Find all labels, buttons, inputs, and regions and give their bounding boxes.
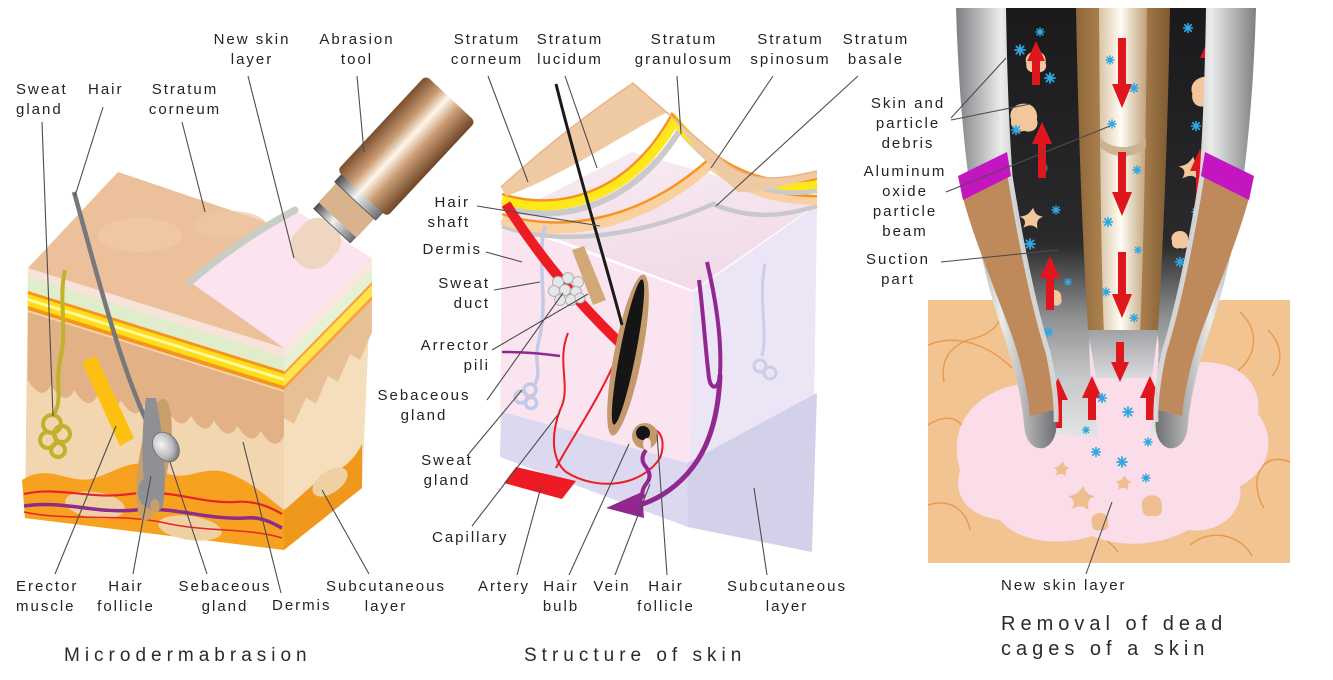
leader-lines	[41, 57, 1113, 594]
label-sebaceous-gland-middle: Sebaceous gland	[377, 387, 471, 424]
pool-arrows-up	[1082, 376, 1160, 420]
label-hair-bulb: Hair bulb	[542, 578, 580, 615]
label-stratum-granulosum: Stratum granulosum	[634, 31, 734, 68]
vein-graphic	[501, 261, 723, 518]
label-artery: Artery	[477, 578, 530, 595]
suction-outer-walls	[956, 8, 1256, 449]
label-subcutaneous-left: Subcutaneous layer	[326, 578, 446, 615]
suction-panel	[927, 8, 1291, 563]
label-capillary: Capillary	[432, 529, 509, 546]
stratum-corneum-sheet	[501, 83, 817, 196]
capillary-graphic	[553, 332, 664, 485]
label-hair-shaft: Hair shaft	[427, 194, 470, 231]
left-skin-cube	[22, 172, 372, 550]
label-vein: Vein	[593, 578, 631, 595]
label-hair-left: Hair	[88, 81, 124, 98]
label-stratum-lucidum: Stratum lucidum	[536, 31, 604, 68]
label-erector-muscle: Erector muscle	[16, 578, 79, 615]
label-subcutaneous-middle: Subcutaneous layer	[727, 578, 847, 615]
arrector-pili-graphic	[572, 246, 606, 305]
label-sweat-duct: Sweat duct	[438, 275, 490, 312]
label-dermis-left: Dermis	[272, 597, 332, 614]
label-stratum-corneum-left: Stratum corneum	[148, 81, 222, 118]
label-arrector-pili: Arrector pili	[420, 337, 490, 374]
hair-follicle-middle	[554, 83, 658, 450]
label-hair-follicle-left: Hair follicle	[97, 578, 155, 615]
abrasion-tool-graphic	[290, 77, 474, 270]
sweat-gland-left	[38, 269, 72, 459]
title-removal-of-dead-cages: Removal of dead cages of a skin	[1001, 613, 1228, 660]
label-suction-part: Suction part	[865, 251, 931, 288]
label-sweat-gland-left: Sweat gland	[16, 81, 68, 118]
beam-arrows-down	[1111, 38, 1132, 382]
label-skin-particle-debris: Skin and particle debris	[870, 95, 946, 152]
label-abrasion-tool: Abrasion tool	[319, 31, 395, 68]
label-dermis-middle: Dermis	[422, 241, 482, 258]
title-microdermabrasion: Microdermabrasion	[64, 645, 312, 666]
label-sweat-gland-middle: Sweat gland	[421, 452, 473, 489]
label-new-skin-layer-right: New skin layer	[1001, 577, 1127, 594]
label-hair-follicle-middle: Hair follicle	[637, 578, 695, 615]
label-new-skin-layer-left: New skin layer	[213, 31, 291, 68]
label-stratum-spinosum: Stratum spinosum	[750, 31, 831, 68]
label-aluminum-oxide-beam: Aluminum oxide particle beam	[863, 163, 947, 240]
sebaceous-gland-left	[152, 431, 180, 463]
erector-muscle-graphic	[82, 356, 134, 446]
label-stratum-corneum: Stratum corneum	[450, 31, 524, 68]
sweat-duct-ghost	[752, 263, 778, 381]
label-sebaceous-gland-left: Sebaceous gland	[178, 578, 272, 615]
subcutaneous-band-right	[687, 393, 817, 552]
hair-follicle-left	[71, 191, 180, 522]
label-stratum-basale: Stratum basale	[842, 31, 910, 68]
title-structure-of-skin: Structure of skin	[524, 645, 747, 666]
magenta-band-right	[1201, 152, 1254, 200]
middle-skin-cube	[500, 82, 818, 552]
